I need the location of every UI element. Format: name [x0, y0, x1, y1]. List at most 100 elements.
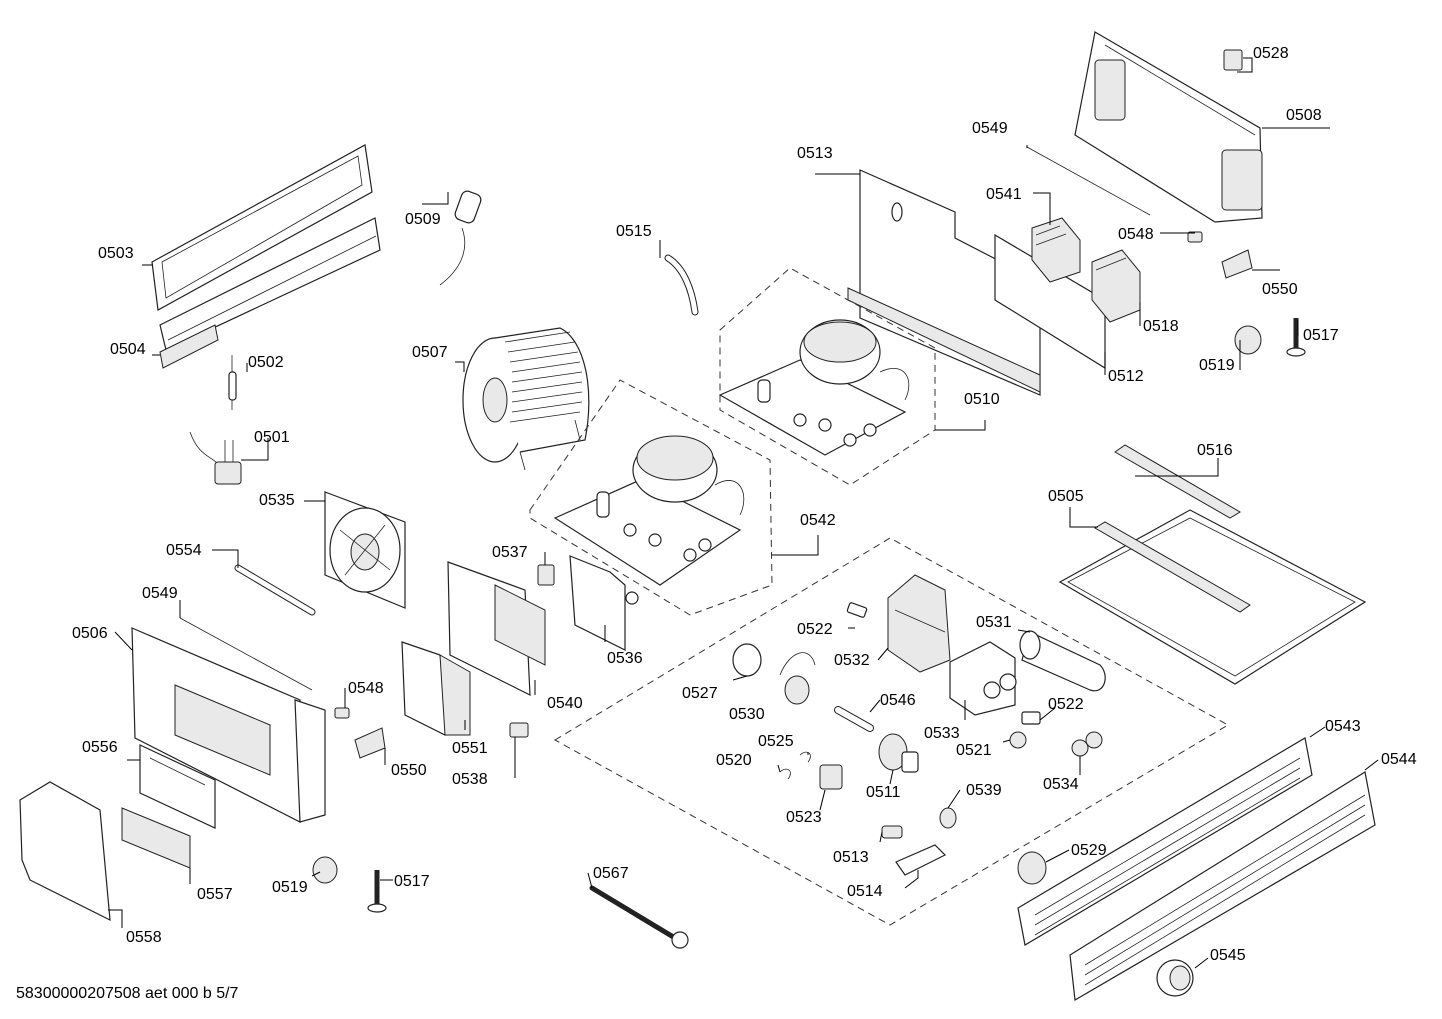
part-0541-module	[1031, 217, 1081, 283]
part-0534-coupling	[1071, 739, 1089, 757]
label-0518: 0518	[1143, 318, 1179, 335]
part-0554-rod	[234, 564, 316, 616]
part-0502-sensor	[228, 355, 237, 410]
label-0516: 0516	[1197, 442, 1233, 459]
label-0541: 0541	[986, 186, 1022, 203]
label-0554: 0554	[166, 542, 202, 559]
label-0533: 0533	[924, 725, 960, 742]
part-0510-compressor-assembly	[718, 267, 936, 486]
part-0544-vent-grille	[1069, 771, 1376, 1001]
part-0536-module-box	[569, 555, 639, 651]
label-0539: 0539	[966, 782, 1002, 799]
part-0528-clip	[1223, 49, 1243, 71]
label-0537: 0537	[492, 544, 528, 561]
part-0504-strip	[159, 324, 219, 369]
part-0542-compressor-assembly	[529, 379, 773, 616]
label-0515: 0515	[616, 223, 652, 240]
part-0538-block	[509, 722, 529, 738]
label-0530: 0530	[729, 706, 765, 723]
label-0503: 0503	[98, 245, 134, 262]
part-0530-coil	[779, 652, 816, 705]
label-0525: 0525	[758, 733, 794, 750]
label-0549: 0549	[972, 120, 1008, 137]
part-0533-bracket	[949, 641, 1017, 716]
part-0508-top-frame	[1074, 31, 1263, 223]
label-0520: 0520	[716, 752, 752, 769]
part-0515-tube	[664, 254, 699, 316]
part-0531-capacitor	[1019, 630, 1106, 692]
part-0546-tube	[834, 706, 874, 732]
part-0519-grommet	[1234, 325, 1262, 355]
drawing-code: 58300000207508 aet 000 b 5/7	[16, 985, 239, 1002]
label-0567: 0567	[593, 865, 629, 882]
part-0501-relay	[189, 431, 242, 485]
label-0513: 0513	[797, 145, 833, 162]
label-0548-b: 0548	[348, 680, 384, 697]
label-0508: 0508	[1286, 107, 1322, 124]
part-0548-small	[1187, 231, 1203, 243]
part-0556-control-board	[139, 744, 216, 829]
label-0514: 0514	[847, 883, 883, 900]
part-0525-clip	[799, 751, 811, 763]
label-0511: 0511	[866, 784, 901, 801]
part-0522-fuse-top	[846, 602, 868, 618]
label-0517: 0517	[1303, 327, 1339, 344]
label-0542: 0542	[800, 512, 836, 529]
label-0504: 0504	[110, 341, 146, 358]
part-0529-knob	[1017, 851, 1047, 885]
label-0545: 0545	[1210, 947, 1246, 964]
leader-lines	[108, 57, 1379, 969]
label-0527: 0527	[682, 685, 718, 702]
part-0567-rod	[589, 885, 689, 949]
part-0535-fan	[324, 491, 406, 609]
part-0511-valve	[878, 733, 919, 773]
part-0557-module	[121, 807, 191, 869]
accessory-group-outline	[554, 537, 1230, 926]
label-0546: 0546	[880, 692, 916, 709]
label-0531: 0531	[976, 614, 1012, 631]
label-0519: 0519	[1199, 357, 1235, 374]
label-0507: 0507	[412, 344, 448, 361]
part-0519-grommet-bottom	[312, 856, 338, 884]
part-0545-cylinder	[1156, 959, 1194, 997]
label-0501: 0501	[254, 429, 290, 446]
part-0537-clip	[537, 564, 555, 586]
part-0540-mounting-plate	[447, 561, 546, 696]
part-0513-fitting	[881, 825, 903, 839]
label-0509: 0509	[405, 211, 441, 228]
part-0543-vent-grille	[1017, 737, 1313, 946]
part-0550-clip	[1221, 249, 1253, 279]
part-0507-condenser-coil	[462, 327, 590, 471]
label-0550-b: 0550	[391, 762, 427, 779]
part-0514-plate	[895, 844, 947, 876]
label-0519-b: 0519	[272, 879, 308, 896]
label-0549-b: 0549	[142, 585, 178, 602]
label-0543: 0543	[1325, 718, 1361, 735]
label-0512: 0512	[1108, 368, 1144, 385]
label-0557: 0557	[197, 886, 233, 903]
part-0549-rod-top	[1026, 146, 1151, 216]
label-0505: 0505	[1048, 488, 1084, 505]
part-0532-solenoid	[887, 574, 951, 673]
label-0517-b: 0517	[394, 873, 430, 890]
label-0534: 0534	[1043, 776, 1079, 793]
label-0528: 0528	[1253, 45, 1289, 62]
part-0520-clip	[779, 768, 791, 780]
label-0550: 0550	[1262, 281, 1298, 298]
label-0529: 0529	[1071, 842, 1107, 859]
label-0513-b: 0513	[833, 849, 869, 866]
label-0540: 0540	[547, 695, 583, 712]
label-0536: 0536	[607, 650, 643, 667]
label-0544: 0544	[1381, 751, 1417, 768]
label-0558: 0558	[126, 929, 162, 946]
part-0517-screw	[1286, 318, 1306, 357]
part-0550-clip-bottom	[354, 727, 386, 759]
label-0538: 0538	[452, 771, 488, 788]
label-0506: 0506	[72, 625, 108, 642]
part-0549-rod-bottom	[179, 617, 313, 691]
part-0558-cover	[19, 781, 111, 922]
label-0535: 0535	[259, 492, 295, 509]
part-0548-small-bottom	[334, 707, 350, 719]
label-0551: 0551	[452, 740, 488, 757]
